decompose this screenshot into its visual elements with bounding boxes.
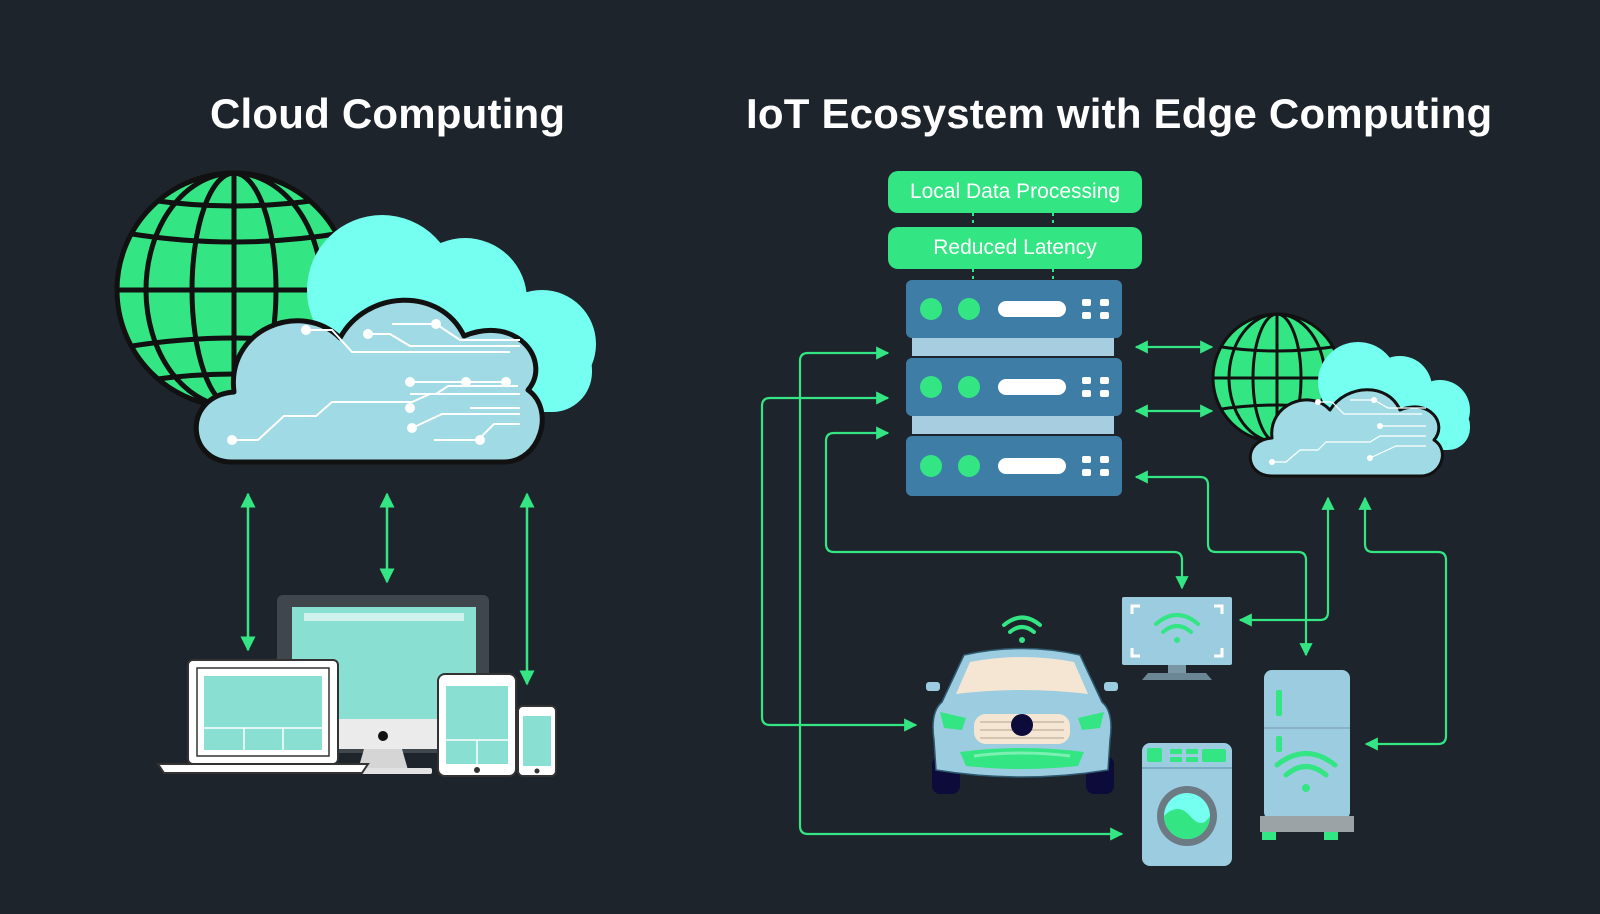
washing-machine-icon: [1142, 743, 1232, 866]
wifi-icon: [1274, 751, 1338, 792]
smart-fridge-icon: [1260, 670, 1354, 840]
circuit-cloud-icon: [193, 297, 545, 465]
wifi-icon: [1002, 615, 1042, 643]
smart-car-icon: [926, 615, 1118, 794]
local-data-processing-tag: Local Data Processing: [888, 171, 1142, 213]
laptop-icon: [156, 659, 370, 774]
cloud-device-arrows: [240, 492, 535, 686]
globe-cloud-icon: [1211, 312, 1470, 478]
server-unit: [906, 358, 1122, 416]
tablet-icon: [437, 673, 517, 777]
server-unit: [906, 436, 1122, 496]
reduced-latency-tag: Reduced Latency: [888, 227, 1142, 269]
server-rack-icon: [906, 280, 1122, 496]
cloud-computing-title: Cloud Computing: [210, 90, 566, 137]
smartphone-icon: [517, 705, 557, 777]
server-unit: [906, 280, 1122, 338]
iot-ecosystem-title: IoT Ecosystem with Edge Computing: [746, 90, 1493, 137]
edge-tag-connectors: [972, 213, 1054, 280]
smart-monitor-icon: [1122, 597, 1232, 680]
iot-connection-arrows: [760, 340, 1448, 841]
